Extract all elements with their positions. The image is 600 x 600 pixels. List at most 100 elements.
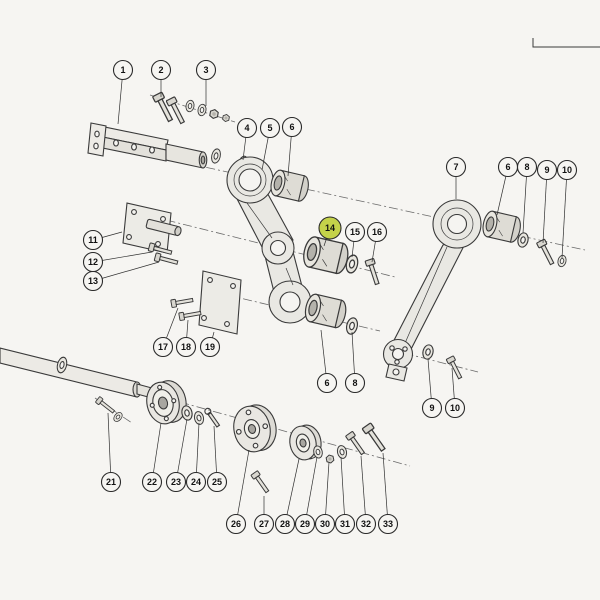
callout-9[interactable]: 9	[421, 358, 443, 419]
callout-1[interactable]: 1	[112, 59, 134, 125]
pin-25	[204, 407, 221, 428]
svg-text:6: 6	[324, 378, 329, 388]
callout-9[interactable]: 9	[536, 159, 558, 244]
flange-26	[233, 404, 277, 453]
svg-text:15: 15	[350, 227, 360, 237]
callout-3[interactable]: 3	[195, 59, 217, 107]
svg-text:29: 29	[300, 519, 310, 529]
nut-30	[325, 453, 335, 465]
svg-text:12: 12	[88, 257, 98, 267]
stud-17	[170, 295, 194, 309]
callout-16[interactable]: 16	[366, 221, 388, 263]
callout-15[interactable]: 15	[344, 221, 366, 258]
callout-24[interactable]: 24	[185, 422, 207, 493]
callout-10[interactable]: 10	[556, 159, 578, 259]
upper-mounting-bracket	[87, 122, 208, 169]
svg-text:17: 17	[158, 342, 168, 352]
svg-text:24: 24	[191, 477, 201, 487]
callout-2[interactable]: 2	[150, 59, 172, 98]
svg-text:16: 16	[372, 227, 382, 237]
callout-33[interactable]: 33	[377, 452, 399, 535]
stud-18	[178, 308, 202, 322]
bracket-fasteners	[151, 91, 231, 126]
callout-12[interactable]: 12	[82, 251, 153, 273]
svg-text:31: 31	[340, 519, 350, 529]
bolt-9-right	[535, 238, 557, 267]
callout-7[interactable]: 7	[445, 156, 467, 200]
svg-text:10: 10	[450, 403, 460, 413]
callout-6[interactable]: 6	[281, 116, 303, 177]
svg-text:32: 32	[361, 519, 371, 529]
callout-6[interactable]: 6	[496, 156, 519, 216]
callout-17[interactable]: 17	[152, 307, 179, 358]
svg-text:6: 6	[289, 122, 294, 132]
bushing-6-lower	[302, 292, 349, 330]
svg-text:27: 27	[259, 519, 269, 529]
flanged-hub-22	[146, 380, 187, 425]
callout-19[interactable]: 19	[199, 331, 221, 358]
mounting-plate	[198, 270, 242, 335]
bolt-33	[361, 422, 389, 454]
bushing-6-upper	[268, 168, 312, 204]
callout-6[interactable]: 6	[316, 329, 338, 394]
callout-23[interactable]: 23	[165, 418, 188, 493]
callout-8[interactable]: 8	[344, 331, 366, 394]
svg-text:7: 7	[453, 162, 458, 172]
svg-text:9: 9	[429, 403, 434, 413]
callout-30[interactable]: 30	[314, 461, 336, 535]
callout-14[interactable]: 14	[318, 216, 342, 247]
svg-text:22: 22	[147, 477, 157, 487]
main-suspension-arm	[226, 156, 312, 324]
bushing-6-right	[480, 209, 524, 245]
callout-31[interactable]: 31	[334, 456, 356, 535]
washer-31	[335, 444, 349, 460]
washer-21	[111, 410, 125, 424]
right-rocker-arm	[382, 199, 482, 382]
svg-text:25: 25	[212, 477, 222, 487]
callout-29[interactable]: 29	[294, 456, 318, 535]
callout-8[interactable]: 8	[516, 156, 538, 234]
svg-text:8: 8	[352, 378, 357, 388]
callout-32[interactable]: 32	[355, 455, 377, 535]
svg-text:10: 10	[562, 165, 572, 175]
bolt-13	[153, 252, 179, 268]
svg-text:23: 23	[171, 477, 181, 487]
callout-13[interactable]: 13	[82, 261, 160, 292]
svg-text:28: 28	[280, 519, 290, 529]
page-frame-corner	[532, 38, 600, 48]
svg-text:6: 6	[505, 162, 510, 172]
svg-text:18: 18	[181, 342, 191, 352]
bolt-21	[94, 396, 117, 416]
svg-text:1: 1	[120, 65, 125, 75]
svg-text:26: 26	[231, 519, 241, 529]
svg-text:11: 11	[88, 235, 98, 245]
callout-21[interactable]: 21	[100, 412, 122, 493]
callout-5[interactable]: 5	[259, 117, 281, 171]
callout-10[interactable]: 10	[444, 367, 466, 419]
callout-27[interactable]: 27	[253, 496, 275, 535]
callout-26[interactable]: 26	[225, 449, 250, 535]
svg-text:2: 2	[158, 65, 163, 75]
parts-drawing	[0, 91, 568, 495]
svg-text:19: 19	[205, 342, 215, 352]
bolt-32	[344, 430, 367, 457]
svg-text:9: 9	[544, 165, 549, 175]
svg-text:5: 5	[267, 123, 272, 133]
bolt-16	[364, 257, 383, 286]
svg-text:13: 13	[88, 276, 98, 286]
svg-text:8: 8	[524, 162, 529, 172]
callout-11[interactable]: 11	[82, 229, 123, 251]
svg-text:4: 4	[244, 123, 249, 133]
callout-25[interactable]: 25	[206, 425, 228, 493]
callout-22[interactable]: 22	[141, 422, 163, 493]
bolt-27	[250, 470, 272, 495]
collar-ring	[209, 147, 223, 165]
callout-18[interactable]: 18	[175, 319, 197, 358]
callout-28[interactable]: 28	[274, 458, 300, 535]
svg-text:30: 30	[320, 519, 330, 529]
callout-4[interactable]: 4	[236, 117, 258, 161]
svg-text:33: 33	[383, 519, 393, 529]
